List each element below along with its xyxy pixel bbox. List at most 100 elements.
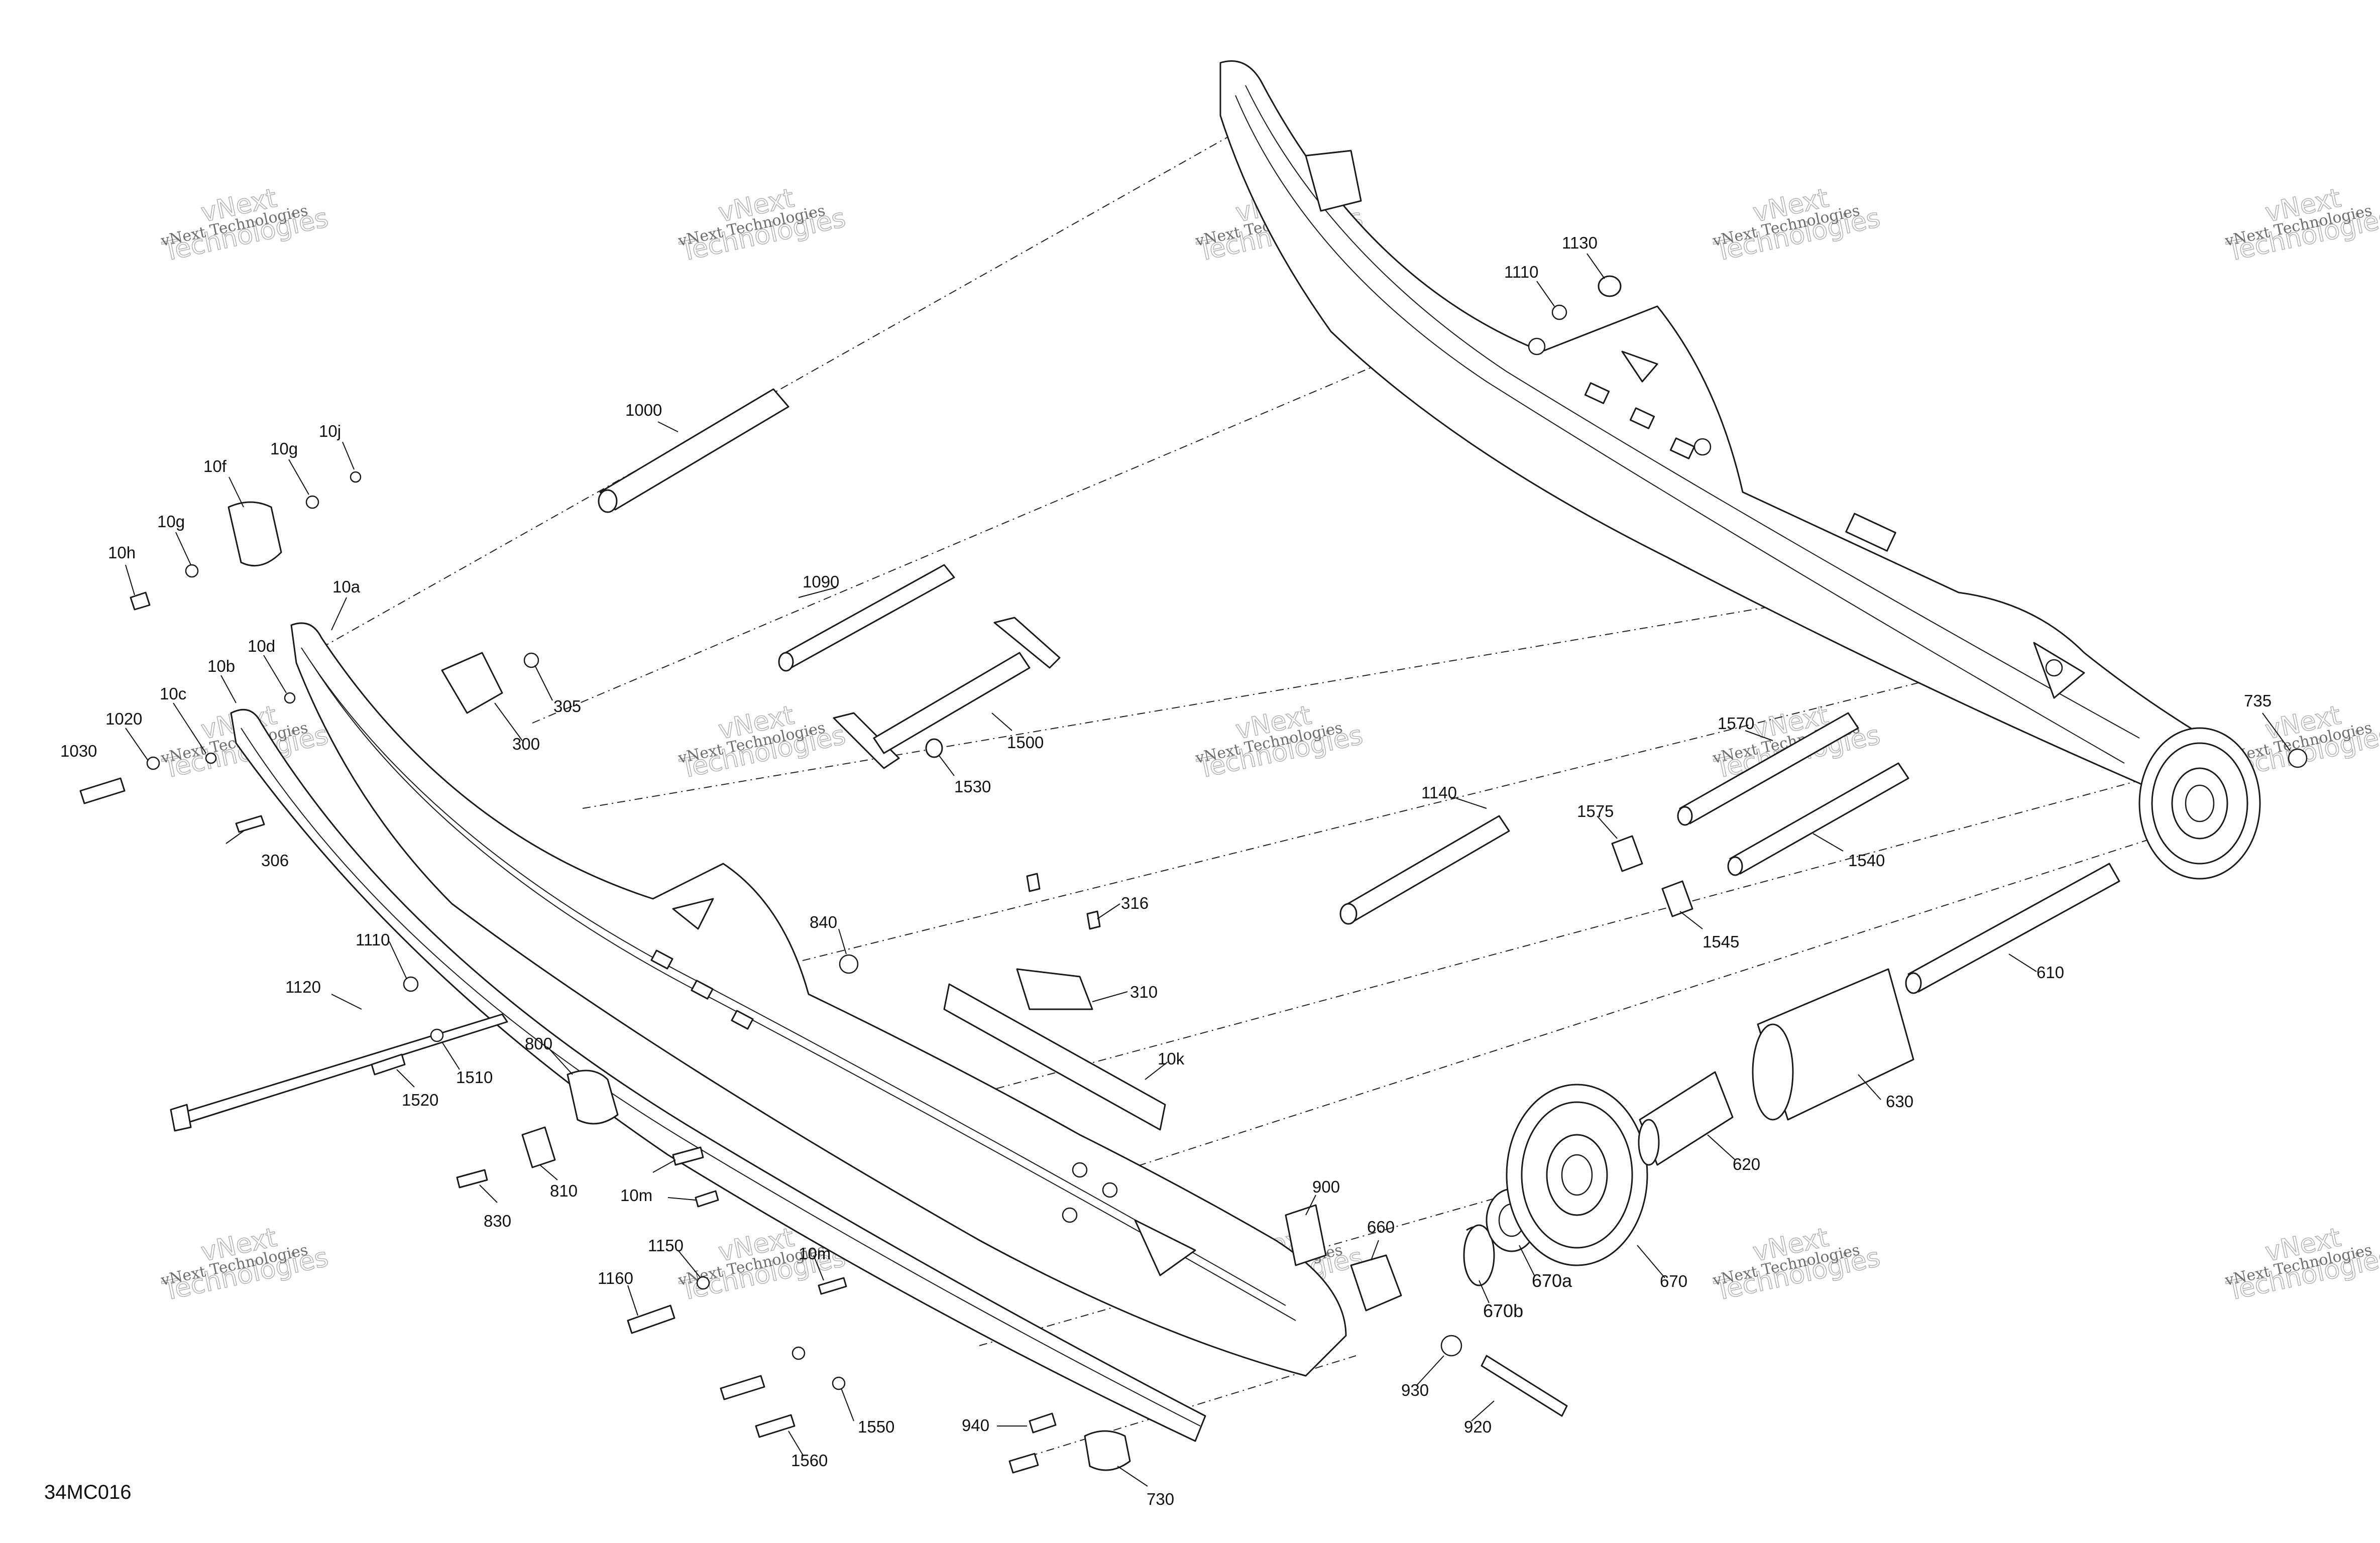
leader-1545 bbox=[1679, 911, 1703, 929]
callout-10g: 10g bbox=[157, 512, 185, 531]
washer-1020 bbox=[146, 756, 160, 770]
leader-316 bbox=[1097, 903, 1120, 919]
rail-right-block bbox=[1845, 513, 1896, 552]
stopper-800 bbox=[566, 1070, 619, 1125]
leader-810 bbox=[539, 1164, 558, 1180]
callout-1000: 1000 bbox=[625, 401, 662, 419]
bushing-1530 bbox=[925, 738, 943, 758]
slider-10k bbox=[943, 983, 1166, 1131]
rail-left-slot bbox=[650, 949, 673, 970]
watermark: vNext Technologies vNext Technologies bbox=[1194, 700, 1366, 785]
rail-left-cutout bbox=[672, 898, 714, 930]
shaft-1140 bbox=[1342, 815, 1510, 922]
callout-730: 730 bbox=[1147, 1490, 1174, 1508]
callout-10g-top: 10g bbox=[270, 439, 298, 458]
callout-1160: 1160 bbox=[598, 1269, 633, 1287]
leader-1500 bbox=[991, 713, 1012, 731]
bolt-1560 bbox=[755, 1414, 796, 1438]
bolt-1560-upper bbox=[720, 1375, 765, 1400]
rail-right bbox=[1219, 60, 2251, 814]
leader-1020 bbox=[125, 728, 149, 761]
shaft-1570-end bbox=[1677, 806, 1693, 826]
leader-1110 bbox=[389, 941, 407, 980]
leader-735 bbox=[2262, 713, 2291, 751]
callout-620: 620 bbox=[1733, 1155, 1760, 1173]
washer-1110 bbox=[403, 976, 419, 992]
rail-right-bolt bbox=[1528, 337, 1546, 355]
sleeve-630-end bbox=[1752, 1023, 1794, 1121]
callout-10f: 10f bbox=[203, 457, 227, 476]
rail-left-groove-2 bbox=[311, 662, 1296, 1321]
shaft-1540-end bbox=[1727, 856, 1743, 876]
leader-10k bbox=[1145, 1061, 1168, 1080]
rail-left-assembly bbox=[230, 622, 1347, 1442]
callout-10k: 10k bbox=[1158, 1049, 1185, 1068]
axis-line-610 bbox=[954, 813, 2230, 1226]
bolt-940 bbox=[1008, 1453, 1039, 1474]
callout-1550: 1550 bbox=[858, 1417, 894, 1436]
tensioner-660 bbox=[1350, 1254, 1402, 1312]
spacer-620-end bbox=[1638, 1119, 1660, 1166]
callout-830: 830 bbox=[484, 1212, 511, 1230]
screw-10m-2 bbox=[695, 1190, 719, 1208]
leader-1540 bbox=[1812, 833, 1844, 852]
leader-670 bbox=[1637, 1245, 1665, 1278]
watermark: vNext Technologies vNext Technologies bbox=[1711, 183, 1883, 268]
screw-316-left bbox=[1026, 873, 1041, 892]
wheel-670-bore bbox=[1561, 1154, 1593, 1196]
watermark: vNext Technologies vNext Technologies bbox=[676, 183, 849, 268]
bolt-1520 bbox=[371, 1053, 406, 1076]
rail-left-hole bbox=[1062, 1207, 1078, 1223]
leader-305 bbox=[534, 665, 553, 701]
callout-930: 930 bbox=[1401, 1381, 1429, 1399]
leader-1560 bbox=[788, 1431, 804, 1457]
rail-right-bolt bbox=[1693, 438, 1712, 456]
rail-left-slot bbox=[691, 980, 714, 1000]
leader-1160 bbox=[627, 1285, 638, 1316]
leader-10d bbox=[263, 655, 287, 693]
rail-right-slot bbox=[1584, 382, 1610, 404]
callout-800: 800 bbox=[525, 1034, 552, 1053]
callout-670: 670 bbox=[1660, 1272, 1687, 1290]
rail-left-10b bbox=[230, 708, 1206, 1442]
leader-920 bbox=[1471, 1400, 1495, 1421]
callout-10a: 10a bbox=[332, 577, 361, 596]
washer-10g bbox=[185, 564, 199, 578]
bolt-920 bbox=[1481, 1355, 1568, 1417]
nut-10d bbox=[284, 692, 296, 704]
callout-10h: 10h bbox=[108, 543, 136, 562]
callout-810: 810 bbox=[550, 1181, 578, 1200]
shaft-1090-end bbox=[778, 652, 794, 672]
leader-660 bbox=[1371, 1240, 1379, 1261]
leader-1150 bbox=[677, 1250, 701, 1278]
callout-660: 660 bbox=[1367, 1218, 1395, 1236]
bolt-1160 bbox=[627, 1304, 675, 1334]
cross-shaft-1500 bbox=[833, 617, 1061, 769]
watermark: vNext Technologies vNext Technologies bbox=[1711, 1222, 1883, 1307]
callout-10m-2: 10m bbox=[799, 1244, 831, 1263]
leader-10g-top bbox=[288, 459, 309, 495]
leader-1510 bbox=[441, 1041, 460, 1070]
watermark: vNext Technologies vNext Technologies bbox=[159, 1222, 331, 1307]
callout-735: 735 bbox=[2244, 691, 2272, 710]
diagram-code: 34MC016 bbox=[44, 1481, 131, 1503]
leader-1140 bbox=[1456, 798, 1487, 809]
callout-940: 940 bbox=[962, 1416, 989, 1435]
callout-1570: 1570 bbox=[1718, 714, 1754, 733]
leader-1570 bbox=[1745, 730, 1773, 741]
callout-310: 310 bbox=[1130, 983, 1158, 1001]
watermark: vNext Technologies vNext Technologies bbox=[2223, 1222, 2380, 1307]
callout-300: 300 bbox=[512, 735, 540, 753]
washer-1110-top bbox=[1551, 304, 1567, 320]
watermark: vNext Technologies vNext Technologies bbox=[1711, 700, 1883, 785]
shaft-610-end bbox=[1905, 972, 1922, 994]
washer-10g-top bbox=[305, 495, 319, 509]
rail-left-cutout bbox=[1134, 1219, 1196, 1276]
leader-900 bbox=[1305, 1195, 1316, 1216]
watermark: vNext Technologies vNext Technologies bbox=[676, 700, 849, 785]
leader-10h bbox=[125, 564, 135, 596]
callout-1560: 1560 bbox=[791, 1451, 828, 1470]
leader-1000 bbox=[657, 421, 678, 432]
washer-1150 bbox=[696, 1276, 710, 1290]
